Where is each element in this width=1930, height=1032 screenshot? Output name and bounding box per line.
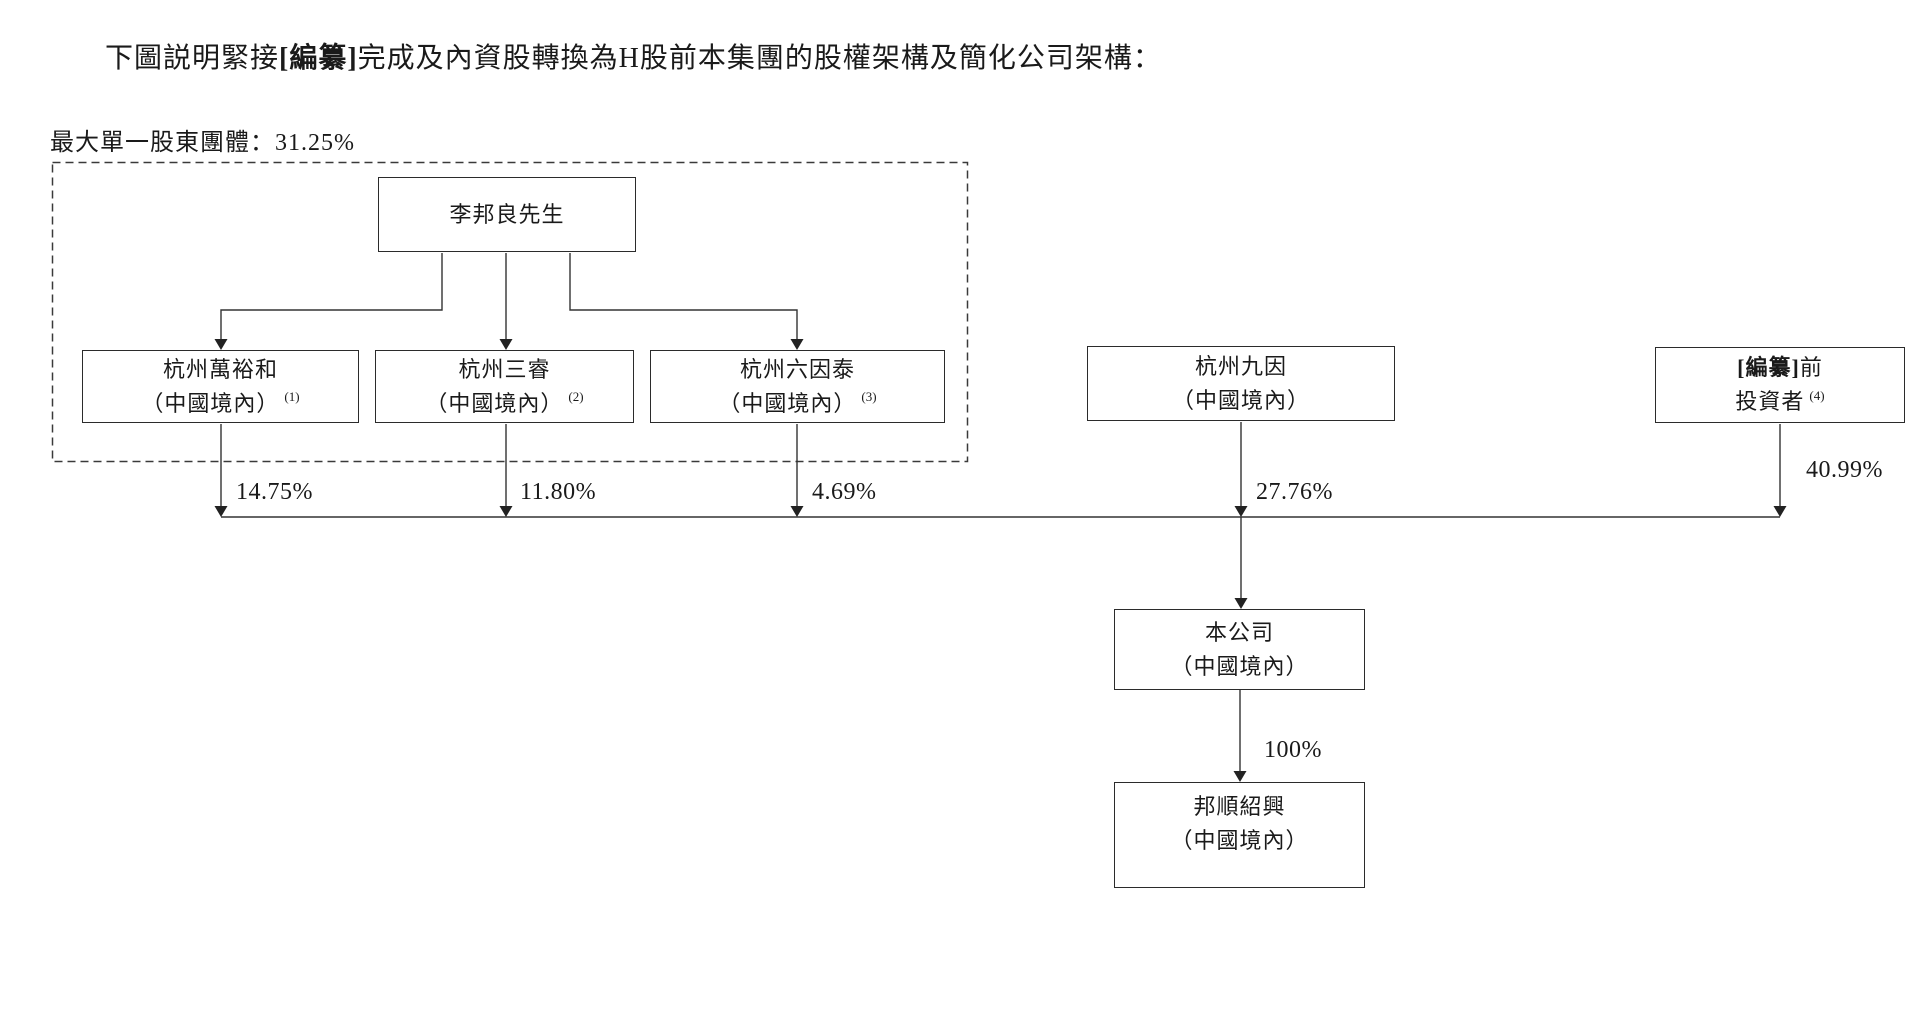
ownership-label-liuyintai: 4.69%: [812, 479, 877, 505]
node-li-bang-liang: 李邦良先生: [378, 177, 636, 252]
node-hangzhou-jiuyin: 杭州九因 （中國境內）: [1087, 346, 1395, 421]
arrowhead-wanyuhe: [214, 339, 228, 350]
connector-person-to-liuyintai: [569, 253, 798, 342]
ownership-label-jiuyin: 27.76%: [1256, 479, 1333, 505]
connector-person-to-wanyuhe: [220, 253, 443, 342]
arrowhead-into-company: [1234, 598, 1248, 609]
node-label: 杭州萬裕和: [162, 356, 278, 382]
node-jurisdiction: （中國境內）: [1170, 828, 1309, 853]
ownership-label-sanrui: 11.80%: [520, 479, 597, 505]
footnote-ref: (2): [568, 389, 584, 405]
arrowhead-jiuyin-pct: [1234, 506, 1248, 517]
node-the-company: 本公司 （中國境內）: [1114, 609, 1365, 690]
title-pre: 下圖説明緊接: [105, 43, 280, 74]
redaction: [編纂]: [1737, 355, 1800, 380]
node-label: 邦順紹興: [1193, 794, 1286, 819]
node-jurisdiction: （中國境內）(1): [141, 389, 300, 416]
ownership-label-preinvestors: 40.99%: [1806, 457, 1883, 483]
node-hangzhou-wanyuhe: 杭州萬裕和 （中國境內）(1): [82, 350, 359, 423]
node-label: 本公司: [1204, 619, 1274, 645]
title-redaction: [編纂]: [279, 43, 358, 74]
node-label: 杭州九因: [1194, 353, 1287, 379]
node-label: [編纂]前: [1737, 355, 1823, 380]
arrowhead-liuyintai-pct: [790, 506, 804, 517]
node-hangzhou-sanrui: 杭州三睿 （中國境內）(2): [375, 350, 634, 423]
ownership-label-wanyuhe: 14.75%: [236, 479, 313, 505]
node-jurisdiction: （中國境內）(2): [425, 389, 584, 416]
arrowhead-liuyintai: [790, 339, 804, 350]
arrowhead-into-bangshun: [1233, 771, 1247, 782]
node-label: 李邦良先生: [449, 201, 565, 227]
node-bangshun-shaoxing: 邦順紹興 （中國境內）: [1114, 782, 1365, 888]
node-label-line2: 投資者(4): [1735, 387, 1825, 414]
node-label: 杭州三睿: [458, 356, 551, 382]
largest-shareholder-group-label: 最大單一股東團體：31.25%: [50, 130, 355, 156]
node-hangzhou-liuyintai: 杭州六因泰 （中國境內）(3): [650, 350, 945, 423]
arrowhead-wanyuhe-pct: [214, 506, 228, 517]
node-jurisdiction: （中國境內）: [1171, 387, 1310, 413]
ownership-label-bangshun-100: 100%: [1264, 737, 1322, 763]
node-jurisdiction: （中國境內）(3): [718, 389, 877, 416]
arrowhead-preinvestors-pct: [1773, 506, 1787, 517]
title-post: 完成及內資股轉換為H股前本集團的股權架構及簡化公司架構：: [357, 43, 1162, 74]
footnote-ref: (3): [861, 389, 877, 405]
arrowhead-sanrui-pct: [499, 506, 513, 517]
page-title: 下圖説明緊接[編纂]完成及內資股轉換為H股前本集團的股權架構及簡化公司架構：: [105, 36, 1162, 76]
node-pre-listing-investors: [編纂]前 投資者(4): [1655, 347, 1905, 423]
footnote-ref: (1): [284, 389, 300, 405]
arrowhead-sanrui: [499, 339, 513, 350]
node-jurisdiction: （中國境內）: [1170, 653, 1309, 679]
footnote-ref: (4): [1809, 387, 1825, 403]
node-label: 杭州六因泰: [739, 356, 855, 382]
